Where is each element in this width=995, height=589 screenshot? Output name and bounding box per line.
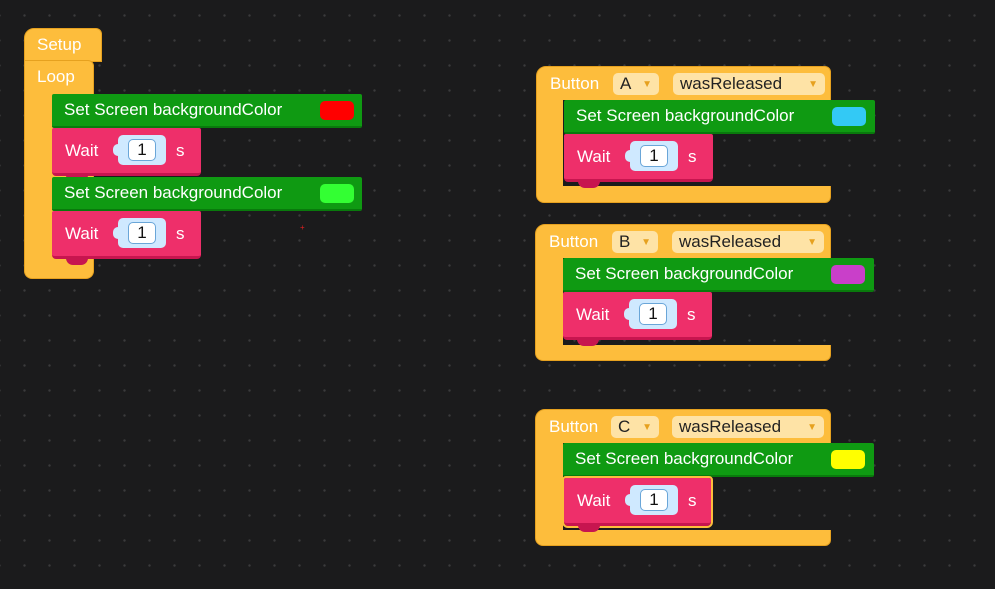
wait-unit-label: s	[687, 305, 696, 324]
loop-label: Loop	[37, 67, 75, 86]
event-select-value: wasReleased	[679, 417, 782, 436]
wait-block[interactable]: Wait 1 s	[564, 134, 713, 188]
set-bg-block[interactable]: Set Screen backgroundColor	[564, 100, 875, 134]
wait-seconds-input[interactable]: 1	[640, 489, 668, 511]
chevron-down-icon: ▼	[807, 237, 817, 248]
set-bg-block[interactable]: Set Screen backgroundColor	[563, 443, 874, 477]
set-bg-label: Set Screen backgroundColor	[575, 449, 794, 468]
wait-block[interactable]: Wait 1 s	[563, 292, 712, 346]
button-select-dropdown[interactable]: C ▼	[611, 416, 659, 438]
event-select-value: wasReleased	[679, 232, 782, 251]
chevron-down-icon: ▼	[642, 79, 652, 90]
setup-block[interactable]: Setup	[24, 28, 102, 62]
set-bg-block[interactable]: Set Screen backgroundColor	[52, 94, 362, 128]
set-bg-label: Set Screen backgroundColor	[576, 106, 795, 125]
number-slot: 1	[625, 141, 678, 171]
color-swatch-cyan[interactable]	[832, 107, 866, 126]
button-select-dropdown[interactable]: B ▼	[612, 231, 658, 253]
button-select-dropdown[interactable]: A ▼	[613, 73, 659, 95]
wait-unit-label: s	[688, 491, 697, 510]
event-select-dropdown[interactable]: wasReleased ▼	[672, 416, 824, 438]
wait-label: Wait	[65, 224, 99, 243]
wait-label: Wait	[577, 147, 611, 166]
chevron-down-icon: ▼	[642, 422, 652, 433]
button-select-value: A	[620, 74, 632, 93]
set-bg-label: Set Screen backgroundColor	[64, 100, 283, 119]
wait-label: Wait	[577, 491, 611, 510]
chevron-down-icon: ▼	[808, 79, 818, 90]
button-select-value: C	[618, 417, 631, 436]
wait-unit-label: s	[688, 147, 697, 166]
wait-seconds-input[interactable]: 1	[640, 145, 668, 167]
wait-label: Wait	[576, 305, 610, 324]
number-slot: 1	[624, 299, 677, 329]
set-bg-block[interactable]: Set Screen backgroundColor	[563, 258, 874, 292]
wait-block[interactable]: Wait 1 s	[52, 211, 201, 265]
wait-seconds-input[interactable]: 1	[639, 303, 667, 325]
setup-label: Setup	[37, 35, 82, 54]
chevron-down-icon: ▼	[807, 422, 817, 433]
number-slot: 1	[113, 218, 166, 248]
wait-unit-label: s	[176, 224, 185, 243]
wait-unit-label: s	[176, 141, 185, 160]
button-event-label: Button	[549, 417, 599, 436]
wait-block-selected[interactable]: Wait 1 s	[562, 476, 713, 532]
wait-seconds-input[interactable]: 1	[128, 139, 156, 161]
color-swatch-yellow[interactable]	[831, 450, 865, 469]
loop-block-footer	[24, 262, 94, 279]
color-swatch-green[interactable]	[320, 184, 354, 203]
wait-label: Wait	[65, 141, 99, 160]
number-slot: 1	[625, 485, 678, 515]
cursor-mark: +	[300, 223, 305, 232]
color-swatch-red[interactable]	[320, 101, 354, 120]
set-bg-block[interactable]: Set Screen backgroundColor	[52, 177, 362, 211]
event-select-dropdown[interactable]: wasReleased ▼	[673, 73, 825, 95]
chevron-down-icon: ▼	[641, 237, 651, 248]
number-slot: 1	[113, 135, 166, 165]
color-swatch-magenta[interactable]	[831, 265, 865, 284]
button-select-value: B	[619, 232, 631, 251]
button-event-label: Button	[550, 74, 600, 93]
wait-block[interactable]: Wait 1 s	[52, 128, 201, 182]
event-select-dropdown[interactable]: wasReleased ▼	[672, 231, 824, 253]
set-bg-label: Set Screen backgroundColor	[575, 264, 794, 283]
button-event-label: Button	[549, 232, 599, 251]
event-select-value: wasReleased	[680, 74, 783, 93]
set-bg-label: Set Screen backgroundColor	[64, 183, 283, 202]
wait-seconds-input[interactable]: 1	[128, 222, 156, 244]
